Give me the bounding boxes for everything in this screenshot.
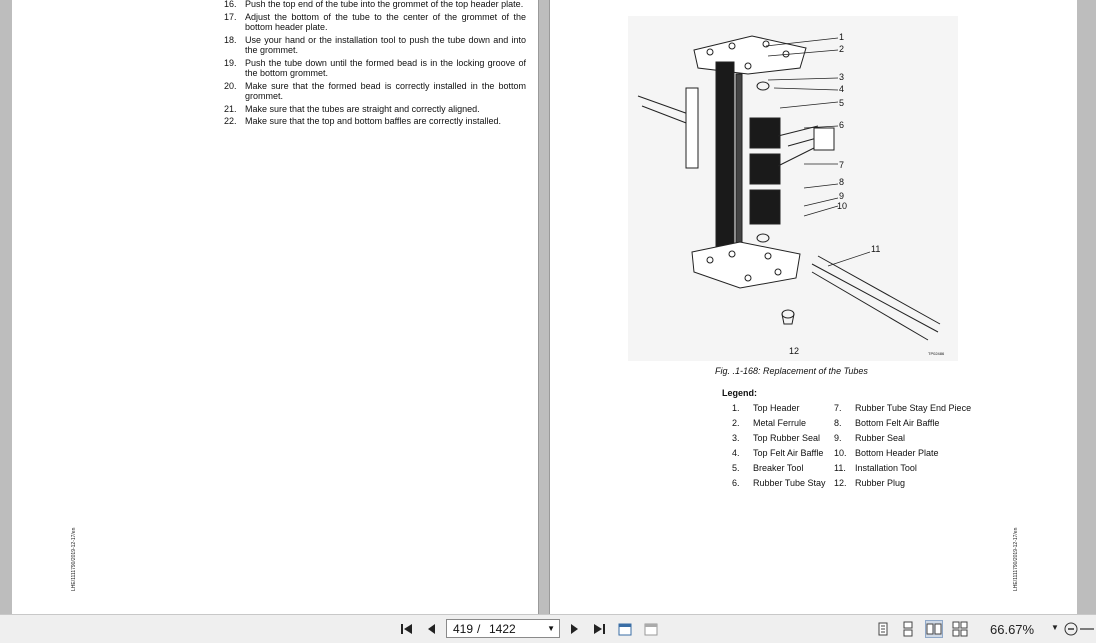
callout-label: 10 bbox=[837, 201, 848, 211]
callout-label: 9 bbox=[839, 191, 845, 201]
legend-text: Rubber Tube Stay bbox=[753, 478, 826, 488]
callout-label: 5 bbox=[839, 98, 845, 108]
step-item: 20. Make sure that the formed bead is cor… bbox=[224, 81, 526, 102]
legend-number: 8. bbox=[834, 418, 842, 428]
legend-text: Rubber Tube Stay End Piece bbox=[855, 403, 972, 413]
continuous-icon[interactable] bbox=[900, 621, 916, 637]
document-page-right: 1 2 3 4 5 6 7 8 9 10 11 12 TP02486 Fig. … bbox=[549, 0, 1078, 614]
legend-text: Top Rubber Seal bbox=[753, 433, 821, 443]
legend-number: 11. bbox=[834, 463, 846, 473]
step-item: 21. Make sure that the tubes are straight… bbox=[224, 104, 526, 115]
fit-page-icon[interactable] bbox=[616, 620, 634, 638]
last-page-icon[interactable] bbox=[590, 620, 608, 638]
callout-label: 8 bbox=[839, 177, 845, 187]
callout-label: 1 bbox=[839, 32, 845, 42]
step-text: Make sure that the formed bead is correc… bbox=[245, 80, 526, 102]
page-separator: / bbox=[477, 622, 481, 636]
zoom-slider-track[interactable] bbox=[1080, 620, 1094, 638]
zoom-level[interactable]: 66.67% bbox=[990, 622, 1035, 637]
two-page-icon[interactable] bbox=[925, 620, 943, 638]
callout-label: 11 bbox=[871, 244, 881, 254]
step-text: Use your hand or the installation tool t… bbox=[245, 34, 526, 56]
figure-code: TP02486 bbox=[928, 351, 945, 356]
procedure-steps: 16. Push the top end of the tube into the… bbox=[224, 0, 526, 129]
page-number-select[interactable]: 419 / 1422 ▼ bbox=[446, 619, 560, 638]
step-item: 16. Push the top end of the tube into the… bbox=[224, 0, 526, 10]
step-number: 18. bbox=[224, 34, 237, 45]
tube-replacement-figure: 1 2 3 4 5 6 7 8 9 10 11 12 TP02486 bbox=[628, 16, 958, 361]
step-number: 20. bbox=[224, 80, 237, 91]
step-number: 16. bbox=[224, 0, 237, 9]
legend-number: 1. bbox=[732, 403, 740, 413]
document-viewport[interactable]: 16.Push the top end of the tube into the… bbox=[0, 0, 1096, 614]
legend-text: Breaker Tool bbox=[753, 463, 804, 473]
document-page-left: 16. Push the top end of the tube into the… bbox=[12, 0, 539, 614]
legend-number: 6. bbox=[732, 478, 740, 488]
prev-page-icon[interactable] bbox=[423, 620, 441, 638]
legend-text: Rubber Plug bbox=[855, 478, 906, 488]
chevron-down-icon: ▼ bbox=[547, 624, 555, 633]
vertical-scrollbar[interactable] bbox=[1077, 0, 1096, 614]
step-item: 19. Push the tube down until the formed b… bbox=[224, 58, 526, 79]
legend-text: Metal Ferrule bbox=[753, 418, 807, 428]
step-text: Adjust the bottom of the tube to the cen… bbox=[245, 11, 526, 33]
callout-label: 4 bbox=[839, 84, 845, 94]
legend-text: Installation Tool bbox=[855, 463, 917, 473]
legend-number: 9. bbox=[834, 433, 842, 443]
callout-label: 12 bbox=[789, 346, 800, 356]
two-page-continuous-icon[interactable] bbox=[952, 621, 968, 637]
current-page: 419 bbox=[453, 622, 474, 636]
callout-label: 3 bbox=[839, 72, 845, 82]
step-item: 17. Adjust the bottom of the tube to the … bbox=[224, 12, 526, 33]
step-number: 17. bbox=[224, 11, 237, 22]
step-text: Make sure that the tubes are straight an… bbox=[245, 103, 480, 114]
navigation-toolbar: 419 / 1422 ▼ 66.67% ▼ bbox=[0, 614, 1096, 643]
step-text: Make sure that the top and bottom baffle… bbox=[245, 116, 501, 126]
step-text: Push the top end of the tube into the gr… bbox=[245, 0, 524, 9]
legend-title: Legend: bbox=[722, 388, 757, 398]
step-item: 22. Make sure that the top and bottom baf… bbox=[224, 116, 526, 127]
chevron-down-icon[interactable]: ▼ bbox=[1051, 623, 1059, 632]
step-text: Push the tube down until the formed bead… bbox=[245, 57, 526, 79]
legend-text: Top Header bbox=[753, 403, 800, 413]
callout-label: 6 bbox=[839, 120, 845, 130]
single-page-icon[interactable] bbox=[875, 621, 891, 637]
legend-text: Top Felt Air Baffle bbox=[753, 448, 824, 458]
step-number: 19. bbox=[224, 57, 237, 68]
legend-text: Bottom Header Plate bbox=[855, 448, 939, 458]
legend-number: 5. bbox=[732, 463, 740, 473]
legend-number: 4. bbox=[732, 448, 740, 458]
legend-number: 2. bbox=[732, 418, 740, 428]
total-pages: 1422 bbox=[489, 622, 516, 636]
step-number: 21. bbox=[224, 103, 237, 114]
document-code-vertical: LHE/1111790/2019-12-17/en bbox=[1013, 527, 1019, 591]
zoom-out-icon[interactable] bbox=[1062, 620, 1080, 638]
legend-number: 3. bbox=[732, 433, 740, 443]
first-page-icon[interactable] bbox=[398, 620, 416, 638]
step-number: 22. bbox=[224, 116, 237, 126]
figure-caption: Fig. .1-168: Replacement of the Tubes bbox=[715, 366, 868, 376]
step-item: 18. Use your hand or the installation too… bbox=[224, 35, 526, 56]
legend-text: Rubber Seal bbox=[855, 433, 906, 443]
fit-width-icon[interactable] bbox=[642, 620, 660, 638]
legend-number: 10. bbox=[834, 448, 847, 458]
document-code-vertical: LHE/1111790/2019-12-17/en bbox=[71, 527, 77, 591]
callout-label: 7 bbox=[839, 160, 845, 170]
legend-number: 12. bbox=[834, 478, 847, 488]
callout-label: 2 bbox=[839, 44, 845, 54]
legend-text: Bottom Felt Air Baffle bbox=[855, 418, 940, 428]
legend-number: 7. bbox=[834, 403, 842, 413]
tube-assembly-illustration bbox=[637, 35, 941, 341]
next-page-icon[interactable] bbox=[565, 620, 583, 638]
